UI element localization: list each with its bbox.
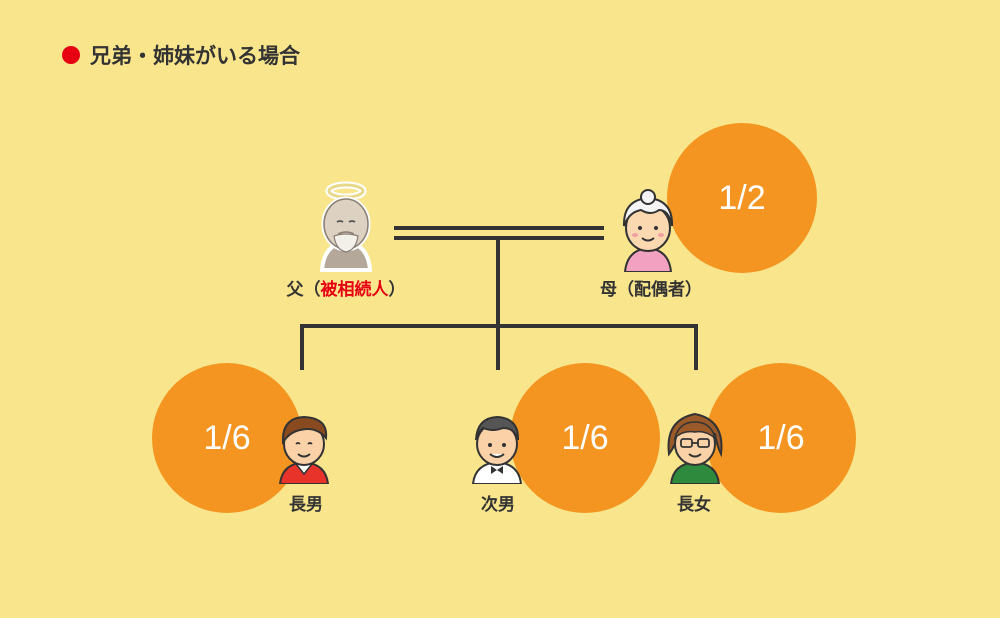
eldest-daughter-label: 長女: [677, 495, 711, 515]
marriage-line-top: [394, 226, 604, 230]
eldest-son-label: 長男: [289, 495, 323, 515]
mother-share-circle: 1/2: [667, 123, 817, 273]
mother-label: 母（配偶者）: [600, 280, 702, 300]
eldest-son-share-circle: 1/6: [152, 363, 302, 513]
second-son-drop-line: [496, 324, 500, 370]
father-label: 父（被相続人）: [286, 280, 406, 300]
second-son-label: 次男: [481, 495, 515, 515]
eldest-daughter-share-text: 1/6: [757, 418, 805, 457]
family-trunk-line: [496, 238, 500, 366]
page-title: 兄弟・姉妹がいる場合: [62, 40, 300, 70]
angel-old-man-icon: [319, 181, 373, 272]
red-bullet-icon: [62, 46, 80, 64]
second-son-share-circle: 1/6: [510, 363, 660, 513]
second-son-icon: [471, 415, 523, 484]
eldest-son-share-text: 1/6: [203, 418, 251, 457]
eldest-daughter-icon: [667, 412, 723, 484]
second-son-share-text: 1/6: [561, 418, 609, 457]
eldest-daughter-drop-line: [694, 324, 698, 370]
eldest-son-drop-line: [300, 324, 304, 370]
mother-share-text: 1/2: [718, 178, 766, 217]
eldest-daughter-share-circle: 1/6: [706, 363, 856, 513]
title-text: 兄弟・姉妹がいる場合: [90, 44, 300, 68]
decedent-highlight: 被相続人: [320, 280, 389, 300]
grandmother-icon: [622, 189, 674, 272]
eldest-son-icon: [278, 415, 330, 484]
